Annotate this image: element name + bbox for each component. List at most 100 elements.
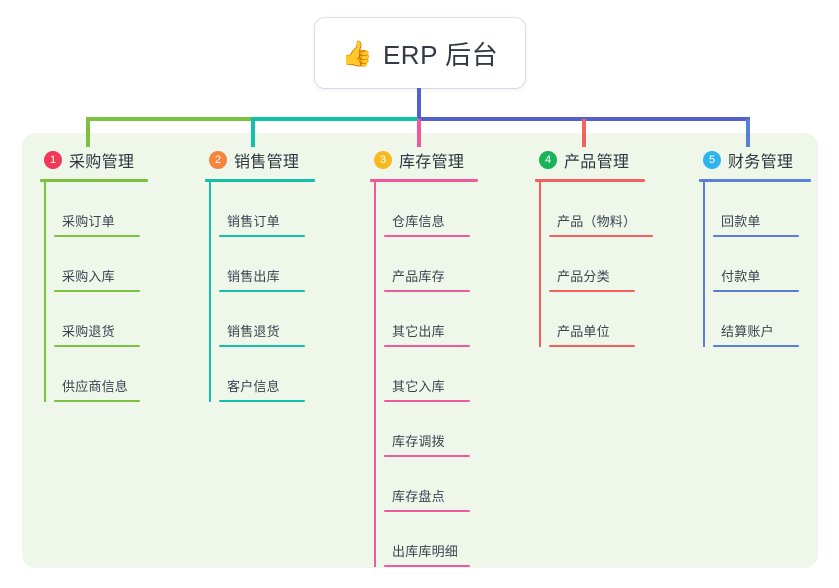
branch-leaf-list: 采购订单采购入库采购退货供应商信息 xyxy=(40,182,200,402)
leaf-node[interactable]: 结算账户 xyxy=(713,292,839,347)
root-node[interactable]: 👍 ERP 后台 xyxy=(315,18,525,88)
branch-title: 库存管理 xyxy=(399,154,465,171)
leaf-underline xyxy=(549,290,635,292)
connector-bus-mid xyxy=(251,117,420,121)
connector-bus-left xyxy=(86,117,253,121)
connector-drop-3 xyxy=(417,119,421,147)
leaf-underline xyxy=(549,235,653,237)
leaf-node-label: 产品分类 xyxy=(557,269,610,285)
leaf-node[interactable]: 出库库明细 xyxy=(384,512,530,567)
branch-title: 采购管理 xyxy=(69,154,135,171)
branch-spine xyxy=(703,182,705,347)
leaf-node[interactable]: 销售订单 xyxy=(219,182,365,237)
leaf-node[interactable]: 其它入库 xyxy=(384,347,530,402)
leaf-node-label: 销售订单 xyxy=(227,214,280,230)
branch-spine xyxy=(374,182,376,567)
leaf-underline xyxy=(384,565,470,567)
leaf-node[interactable]: 库存盘点 xyxy=(384,457,530,512)
branch-number-badge: 2 xyxy=(209,151,227,169)
branch-header-4[interactable]: 4 产品管理 xyxy=(535,147,695,173)
thumbs-up-icon: 👍 xyxy=(341,38,373,68)
leaf-node-label: 采购退货 xyxy=(62,324,115,340)
leaf-node[interactable]: 客户信息 xyxy=(219,347,365,402)
leaf-node-label: 产品单位 xyxy=(557,324,610,340)
leaf-node[interactable]: 采购入库 xyxy=(54,237,200,292)
leaf-underline xyxy=(54,345,140,347)
leaf-node-label: 出库库明细 xyxy=(392,544,459,560)
leaf-node-label: 产品库存 xyxy=(392,269,445,285)
leaf-underline xyxy=(219,345,305,347)
leaf-underline xyxy=(384,235,470,237)
leaf-node-label: 供应商信息 xyxy=(62,379,129,395)
leaf-node-label: 回款单 xyxy=(721,214,761,230)
leaf-node[interactable]: 产品单位 xyxy=(549,292,695,347)
leaf-node[interactable]: 产品库存 xyxy=(384,237,530,292)
connector-root-stem xyxy=(417,88,421,121)
branch-number-badge: 1 xyxy=(44,151,62,169)
leaf-node[interactable]: 产品（物料） xyxy=(549,182,695,237)
leaf-node-label: 客户信息 xyxy=(227,379,280,395)
leaf-underline xyxy=(219,290,305,292)
branch-leaf-list: 销售订单销售出库销售退货客户信息 xyxy=(205,182,365,402)
leaf-node[interactable]: 回款单 xyxy=(713,182,839,237)
leaf-node-label: 付款单 xyxy=(721,269,761,285)
leaf-node[interactable]: 其它出库 xyxy=(384,292,530,347)
leaf-underline xyxy=(713,345,799,347)
leaf-node[interactable]: 库存调拨 xyxy=(384,402,530,457)
leaf-node[interactable]: 供应商信息 xyxy=(54,347,200,402)
diagram-background-panel xyxy=(22,133,818,568)
leaf-node-label: 产品（物料） xyxy=(557,214,637,230)
branch-underline xyxy=(205,179,315,182)
connector-drop-5 xyxy=(746,119,750,147)
branch-leaf-list: 回款单付款单结算账户 xyxy=(699,182,839,347)
leaf-node[interactable]: 销售退货 xyxy=(219,292,365,347)
connector-drop-4 xyxy=(582,119,586,147)
branch-number-badge: 5 xyxy=(703,151,721,169)
leaf-underline xyxy=(384,400,470,402)
leaf-node[interactable]: 付款单 xyxy=(713,237,839,292)
branch-header-1[interactable]: 1 采购管理 xyxy=(40,147,200,173)
leaf-underline xyxy=(713,290,799,292)
leaf-underline xyxy=(54,290,140,292)
leaf-node[interactable]: 产品分类 xyxy=(549,237,695,292)
leaf-node[interactable]: 采购订单 xyxy=(54,182,200,237)
leaf-node-label: 采购订单 xyxy=(62,214,115,230)
leaf-node[interactable]: 仓库信息 xyxy=(384,182,530,237)
leaf-underline xyxy=(549,345,635,347)
branch-number-badge: 4 xyxy=(539,151,557,169)
leaf-underline xyxy=(219,235,305,237)
leaf-underline xyxy=(54,400,140,402)
branch-header-5[interactable]: 5 财务管理 xyxy=(699,147,839,173)
branch-title: 财务管理 xyxy=(728,154,794,171)
connector-drop-1 xyxy=(86,119,90,147)
branch-spine xyxy=(209,182,211,402)
leaf-underline xyxy=(384,345,470,347)
branch-header-3[interactable]: 3 库存管理 xyxy=(370,147,530,173)
branch-leaf-list: 产品（物料） 产品分类产品单位 xyxy=(535,182,695,347)
leaf-underline xyxy=(384,290,470,292)
leaf-node[interactable]: 销售出库 xyxy=(219,237,365,292)
leaf-node-label: 仓库信息 xyxy=(392,214,445,230)
root-node-label: ERP 后台 xyxy=(382,39,499,70)
leaf-node-label: 采购入库 xyxy=(62,269,115,285)
branch-number-badge: 3 xyxy=(374,151,392,169)
leaf-node-label: 其它入库 xyxy=(392,379,445,395)
branch-leaf-list: 仓库信息产品库存其它出库其它入库库存调拨库存盘点出库库明细 xyxy=(370,182,530,567)
connector-drop-2 xyxy=(251,119,255,147)
branch-underline xyxy=(699,179,811,182)
branch-column-3: 3 库存管理仓库信息产品库存其它出库其它入库库存调拨库存盘点出库库明细 xyxy=(370,147,530,567)
branch-column-1: 1 采购管理采购订单采购入库采购退货供应商信息 xyxy=(40,147,200,402)
branch-column-5: 5 财务管理回款单付款单结算账户 xyxy=(699,147,839,347)
branch-underline xyxy=(40,179,148,182)
branch-title: 产品管理 xyxy=(564,154,630,171)
leaf-node-label: 库存盘点 xyxy=(392,489,445,505)
branch-underline xyxy=(370,179,478,182)
branch-underline xyxy=(535,179,645,182)
leaf-underline xyxy=(384,510,470,512)
leaf-node[interactable]: 采购退货 xyxy=(54,292,200,347)
branch-spine xyxy=(44,182,46,402)
leaf-node-label: 其它出库 xyxy=(392,324,445,340)
